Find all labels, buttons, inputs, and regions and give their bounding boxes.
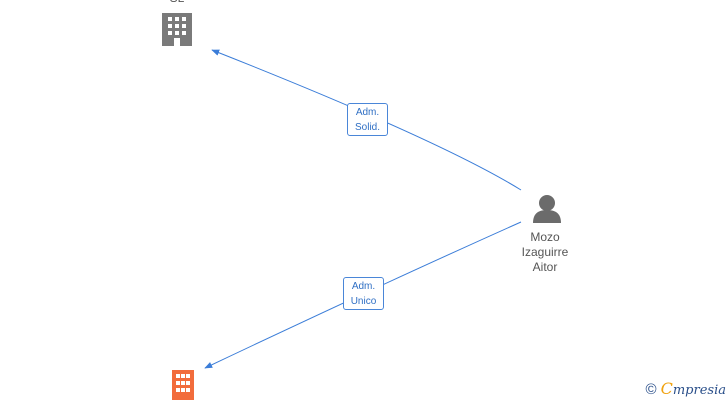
company-top-name: SL: [170, 0, 185, 5]
person-name-line-1: Mozo: [530, 230, 560, 244]
edge-label-line-2: Unico: [350, 296, 377, 307]
edge-label-adm-solid: Adm. Solid.: [347, 103, 388, 136]
empresia-watermark[interactable]: ©Cmpresia: [646, 379, 726, 398]
brand-initial: C: [660, 379, 673, 398]
edge-label-line-1: Adm.: [351, 281, 376, 292]
building-icon[interactable]: [172, 370, 194, 400]
person-name-line-3: Aitor: [532, 260, 558, 274]
person-label[interactable]: Mozo Izaguirre Aitor: [505, 230, 585, 275]
edge-label-line-1: Adm.: [355, 107, 380, 118]
edge-label-line-2: Solid.: [354, 122, 380, 133]
edge-label-adm-unico: Adm. Unico: [343, 277, 384, 310]
copyright-symbol: ©: [645, 381, 657, 398]
company-top-label[interactable]: SL: [152, 0, 202, 6]
person-name-line-2: Izaguirre: [521, 245, 569, 259]
edge-person-to-company-top: [211, 49, 522, 191]
brand-name: mpresia: [672, 383, 726, 398]
person-icon[interactable]: [533, 195, 561, 223]
building-icon[interactable]: [162, 13, 192, 46]
